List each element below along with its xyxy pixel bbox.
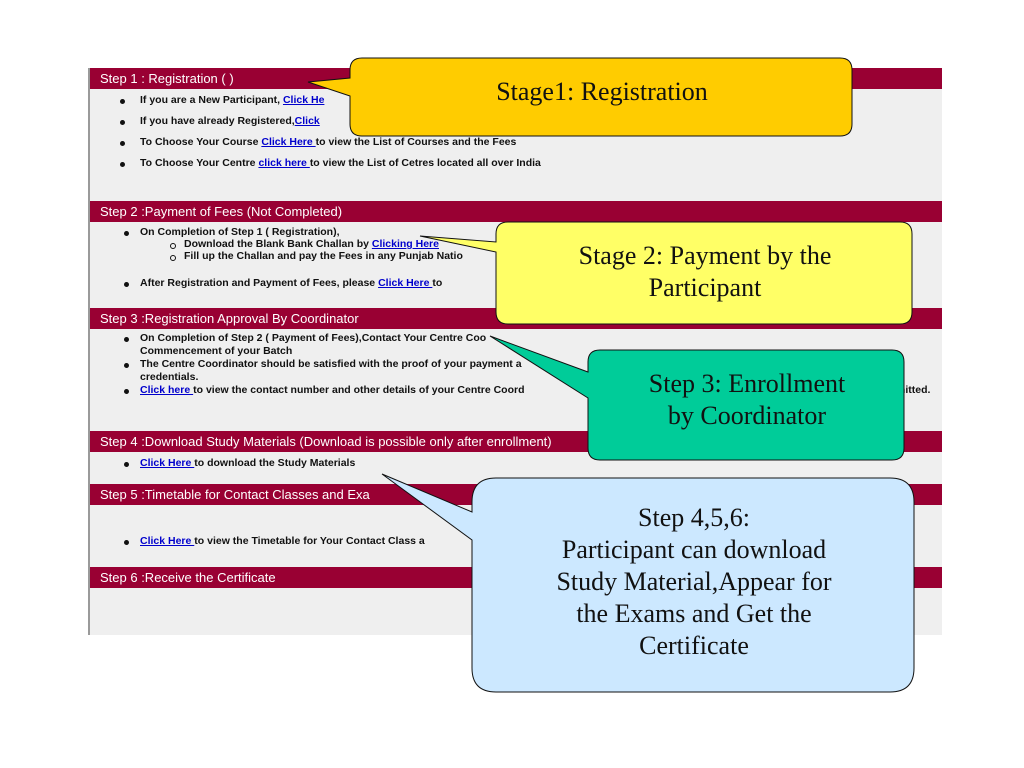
bullet-icon: [120, 120, 125, 125]
step-4-body: Click Here to download the Study Materia…: [90, 452, 942, 484]
callout-3-text: Step 3: Enrollment by Coordinator: [648, 369, 846, 430]
step-2-header: Step 2 :Payment of Fees (Not Completed): [90, 201, 942, 222]
step-5-line-1: Click Here to view the Timetable for You…: [140, 535, 425, 547]
step-5-body: Click Here to view the Timetable for You…: [90, 505, 942, 567]
bullet-icon: [124, 282, 129, 287]
step-2-body: On Completion of Step 1 ( Registration),…: [90, 222, 942, 308]
step-2-line-3: Fill up the Challan and pay the Fees in …: [184, 250, 463, 262]
step-1-line-1: If you are a New Participant, Click He: [140, 94, 325, 106]
step-3-header: Step 3 :Registration Approval By Coordin…: [90, 308, 942, 329]
step-1-line-3: To Choose Your Course Click Here to view…: [140, 136, 517, 148]
bullet-icon: [124, 462, 129, 467]
payment-click-here-link[interactable]: Click Here: [378, 277, 433, 289]
bullet-icon: [124, 231, 129, 236]
courses-list-link[interactable]: Click Here: [261, 136, 316, 148]
centres-list-link[interactable]: click here: [258, 157, 310, 169]
step-1-line-2: If you have already Registered,Click: [140, 115, 320, 127]
registered-login-link[interactable]: Click: [294, 115, 320, 127]
callout-2-text: Stage 2: Payment by the Participant: [578, 241, 832, 302]
bank-challan-link[interactable]: Clicking Here: [371, 238, 439, 250]
step-4-header: Step 4 :Download Study Materials (Downlo…: [90, 431, 942, 452]
bullet-icon: [124, 337, 129, 342]
step-3-line-4: credentials.: [140, 371, 199, 383]
bullet-icon: [170, 255, 176, 261]
bullet-icon: [124, 363, 129, 368]
step-3-line-5: Click here to view the contact number an…: [140, 384, 525, 396]
step-3-line-3: The Centre Coordinator should be satisfi…: [140, 358, 522, 370]
coordinator-details-link[interactable]: Click here: [140, 384, 194, 396]
step-2-line-1: On Completion of Step 1 ( Registration),: [140, 226, 340, 238]
step-2-line-2: Download the Blank Bank Challan by Click…: [184, 238, 439, 250]
callout-1-text: Stage1: Registration: [496, 77, 708, 106]
bullet-icon: [124, 540, 129, 545]
callout-4-text: Step 4,5,6: Participant can download Stu…: [556, 503, 832, 660]
step-1-line-4: To Choose Your Centre click here to view…: [140, 157, 541, 169]
bullet-icon: [124, 389, 129, 394]
step-3-line-1: On Completion of Step 2 ( Payment of Fee…: [140, 332, 487, 344]
bullet-icon: [120, 162, 125, 167]
step-3-body: On Completion of Step 2 ( Payment of Fee…: [90, 329, 942, 431]
bullet-icon: [120, 99, 125, 104]
step-4-line-1: Click Here to download the Study Materia…: [140, 457, 356, 469]
timetable-link[interactable]: Click Here: [140, 535, 195, 547]
new-participant-link[interactable]: Click He: [282, 94, 325, 106]
step-3-line-6: mitted.: [896, 384, 931, 396]
study-materials-link[interactable]: Click Here: [140, 457, 195, 469]
step-2-line-4: After Registration and Payment of Fees, …: [140, 277, 443, 289]
step-3-line-2: Commencement of your Batch: [140, 345, 293, 357]
bullet-icon: [170, 243, 176, 249]
bullet-icon: [120, 141, 125, 146]
